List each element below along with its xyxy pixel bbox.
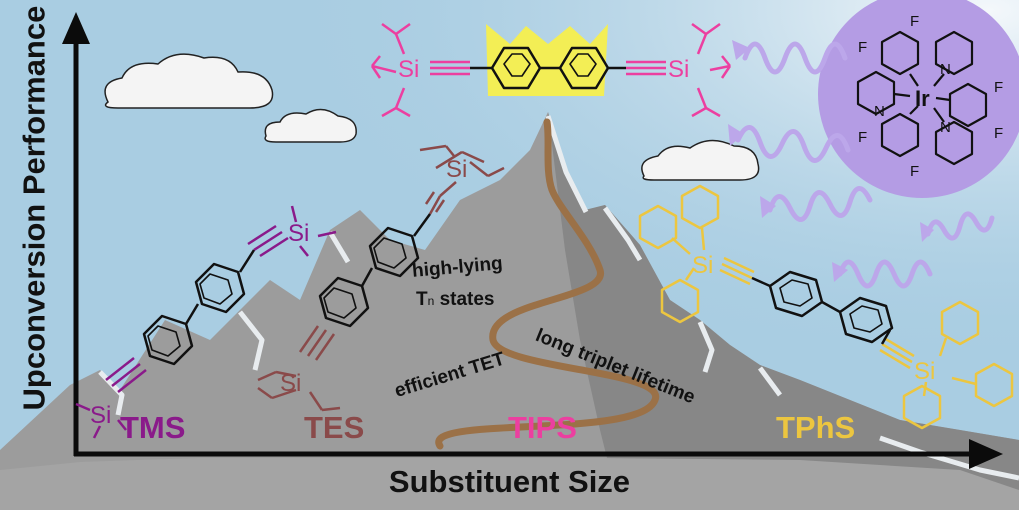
tes-molecule xyxy=(257,144,505,412)
f-atom-label-3: F xyxy=(994,79,1004,96)
cloud-left xyxy=(104,53,274,109)
si-label-tphs-right: Si xyxy=(914,358,936,385)
tips-molecule xyxy=(370,22,732,118)
axes xyxy=(62,12,1003,469)
ir-atom-label: Ir xyxy=(915,86,930,111)
n-atom-label-2: N xyxy=(874,103,885,120)
iridium-catalyst-disc xyxy=(818,0,1019,198)
tn-letter: T xyxy=(416,289,428,310)
si-label-tes-top: Si xyxy=(446,156,468,183)
tn-subscript: n xyxy=(427,294,435,308)
cloud-middle xyxy=(264,108,357,143)
mountain-shadow xyxy=(548,112,1019,510)
climbing-trail xyxy=(435,118,659,450)
substituent-label-tes: TES xyxy=(304,410,365,445)
si-label-tms-bottom: Si xyxy=(90,402,112,429)
cloud-right xyxy=(641,139,760,181)
substituent-label-tphs: TPhS xyxy=(776,410,856,445)
n-atom-label-1: N xyxy=(940,61,951,78)
y-axis-label: Upconversion Performance xyxy=(16,5,52,411)
substituent-label-tips: TIPS xyxy=(508,410,577,445)
si-label-tms-top: Si xyxy=(288,220,310,247)
f-atom-label-4: F xyxy=(994,125,1004,142)
light-waves xyxy=(735,41,995,289)
iridium-complex-structure xyxy=(856,30,988,166)
n-atom-label-3: N xyxy=(940,119,951,136)
substituent-label-tms: TMS xyxy=(120,410,186,445)
si-label-tes-bottom: Si xyxy=(280,370,302,397)
light-arrowheads xyxy=(728,40,934,282)
si-label-tips-right: Si xyxy=(668,56,690,83)
crown-icon xyxy=(486,24,608,96)
x-axis-label: Substituent Size xyxy=(388,464,631,499)
f-atom-label-6: F xyxy=(910,163,920,180)
tn-states-text: states xyxy=(434,289,495,310)
si-label-tips-left: Si xyxy=(398,56,420,83)
foreground-slope xyxy=(0,458,1019,510)
tphs-molecule xyxy=(638,184,1014,430)
f-atom-label-2: F xyxy=(910,13,920,30)
tms-molecule xyxy=(75,205,337,439)
si-label-tphs-left: Si xyxy=(692,252,714,279)
f-atom-label-5: F xyxy=(858,129,868,146)
f-atom-label-1: F xyxy=(858,39,868,56)
annotation-tn-states: Tn states xyxy=(416,290,495,309)
